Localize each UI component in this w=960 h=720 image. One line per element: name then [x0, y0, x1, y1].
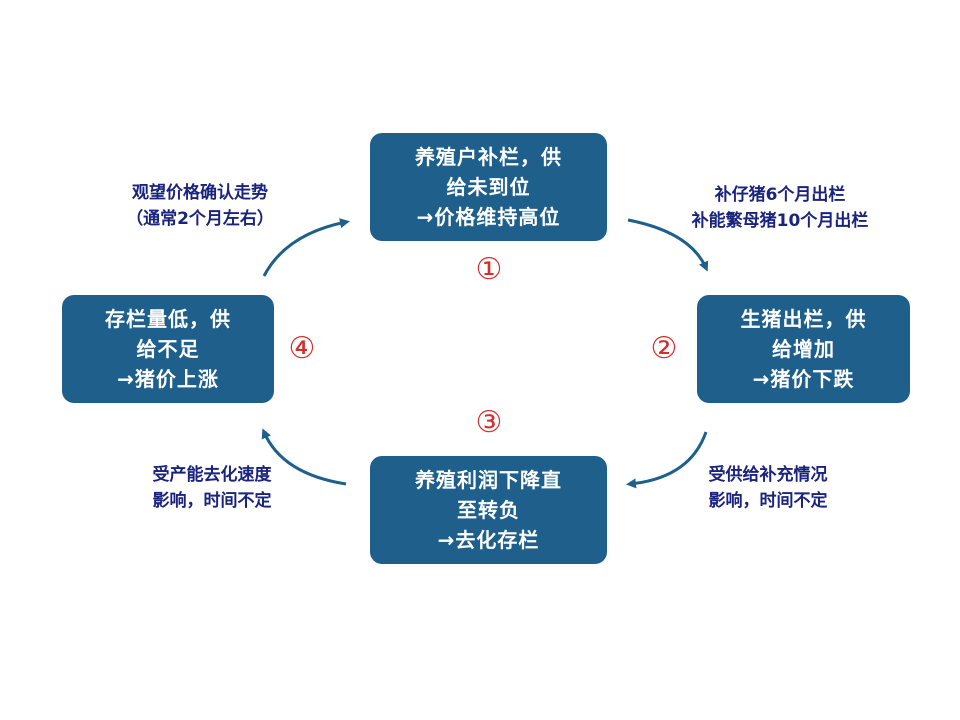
box-left: 存栏量低，供 给不足 →猪价上涨 — [62, 295, 274, 403]
step-number-1: ① — [475, 252, 503, 287]
annotation-bottom-left-line-1: 受产能去化速度 — [152, 465, 272, 485]
arrow-left-to-top — [262, 218, 350, 277]
annotation-top-left: 观望价格确认走势 （通常2个月左右） — [100, 180, 300, 232]
box-top-line-3: →价格维持高位 — [416, 205, 561, 229]
annotation-bottom-right-line-1: 受供给补充情况 — [708, 465, 828, 485]
box-right-line-1: 生猪出栏，供 — [740, 307, 867, 331]
annotation-top-right-line-1: 补仔猪6个月出栏 — [714, 185, 846, 205]
annotation-top-left-line-2: （通常2个月左右） — [126, 209, 274, 229]
box-left-line-2: 给不足 — [136, 337, 200, 361]
box-right-line-3: →猪价下跌 — [752, 367, 855, 391]
box-top-line-2: 给未到位 — [446, 175, 531, 199]
box-top-line-1: 养殖户补栏，供 — [415, 145, 562, 169]
box-bottom-line-2: 至转负 — [457, 498, 520, 522]
annotation-bottom-right-line-2: 影响，时间不定 — [708, 491, 828, 511]
annotation-top-left-line-1: 观望价格确认走势 — [132, 183, 268, 203]
step-number-2: ② — [650, 331, 678, 366]
annotation-bottom-right: 受供给补充情况 影响，时间不定 — [678, 462, 858, 514]
box-left-line-3: →猪价上涨 — [117, 367, 219, 391]
arrow-bottom-to-left — [261, 428, 347, 486]
arrow-right-to-bottom — [626, 431, 708, 489]
box-top: 养殖户补栏，供 给未到位 →价格维持高位 — [370, 133, 607, 241]
annotation-bottom-left: 受产能去化速度 影响，时间不定 — [122, 462, 302, 514]
annotation-bottom-left-line-2: 影响，时间不定 — [152, 491, 272, 511]
box-bottom-line-1: 养殖利润下降直 — [415, 468, 562, 492]
step-number-3: ③ — [475, 405, 503, 440]
annotation-top-right-line-2: 补能繁母猪10个月出栏 — [691, 211, 869, 231]
box-left-line-1: 存栏量低，供 — [105, 307, 231, 331]
box-right: 生猪出栏，供 给增加 →猪价下跌 — [697, 295, 910, 403]
box-bottom-line-3: →去化存栏 — [437, 528, 540, 552]
box-bottom: 养殖利润下降直 至转负 →去化存栏 — [370, 456, 607, 564]
annotation-top-right: 补仔猪6个月出栏 补能繁母猪10个月出栏 — [660, 182, 900, 234]
step-number-4: ④ — [288, 331, 316, 366]
arrow-top-to-right — [627, 218, 709, 272]
box-right-line-2: 给增加 — [772, 337, 835, 361]
